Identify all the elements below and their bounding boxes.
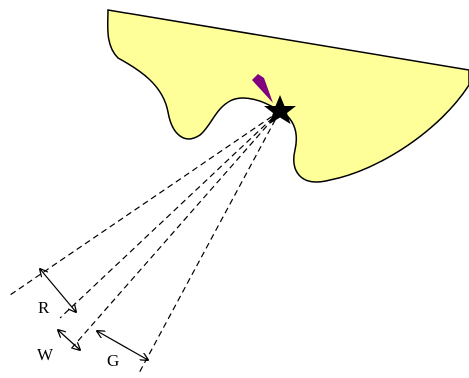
land-region	[108, 10, 469, 182]
w-label: W	[37, 345, 54, 364]
ray-lines	[10, 111, 280, 375]
g-label: G	[107, 351, 119, 370]
r-label: R	[38, 298, 50, 317]
g-dimension-arrow	[97, 331, 148, 360]
w-dimension-arrow	[58, 330, 80, 350]
